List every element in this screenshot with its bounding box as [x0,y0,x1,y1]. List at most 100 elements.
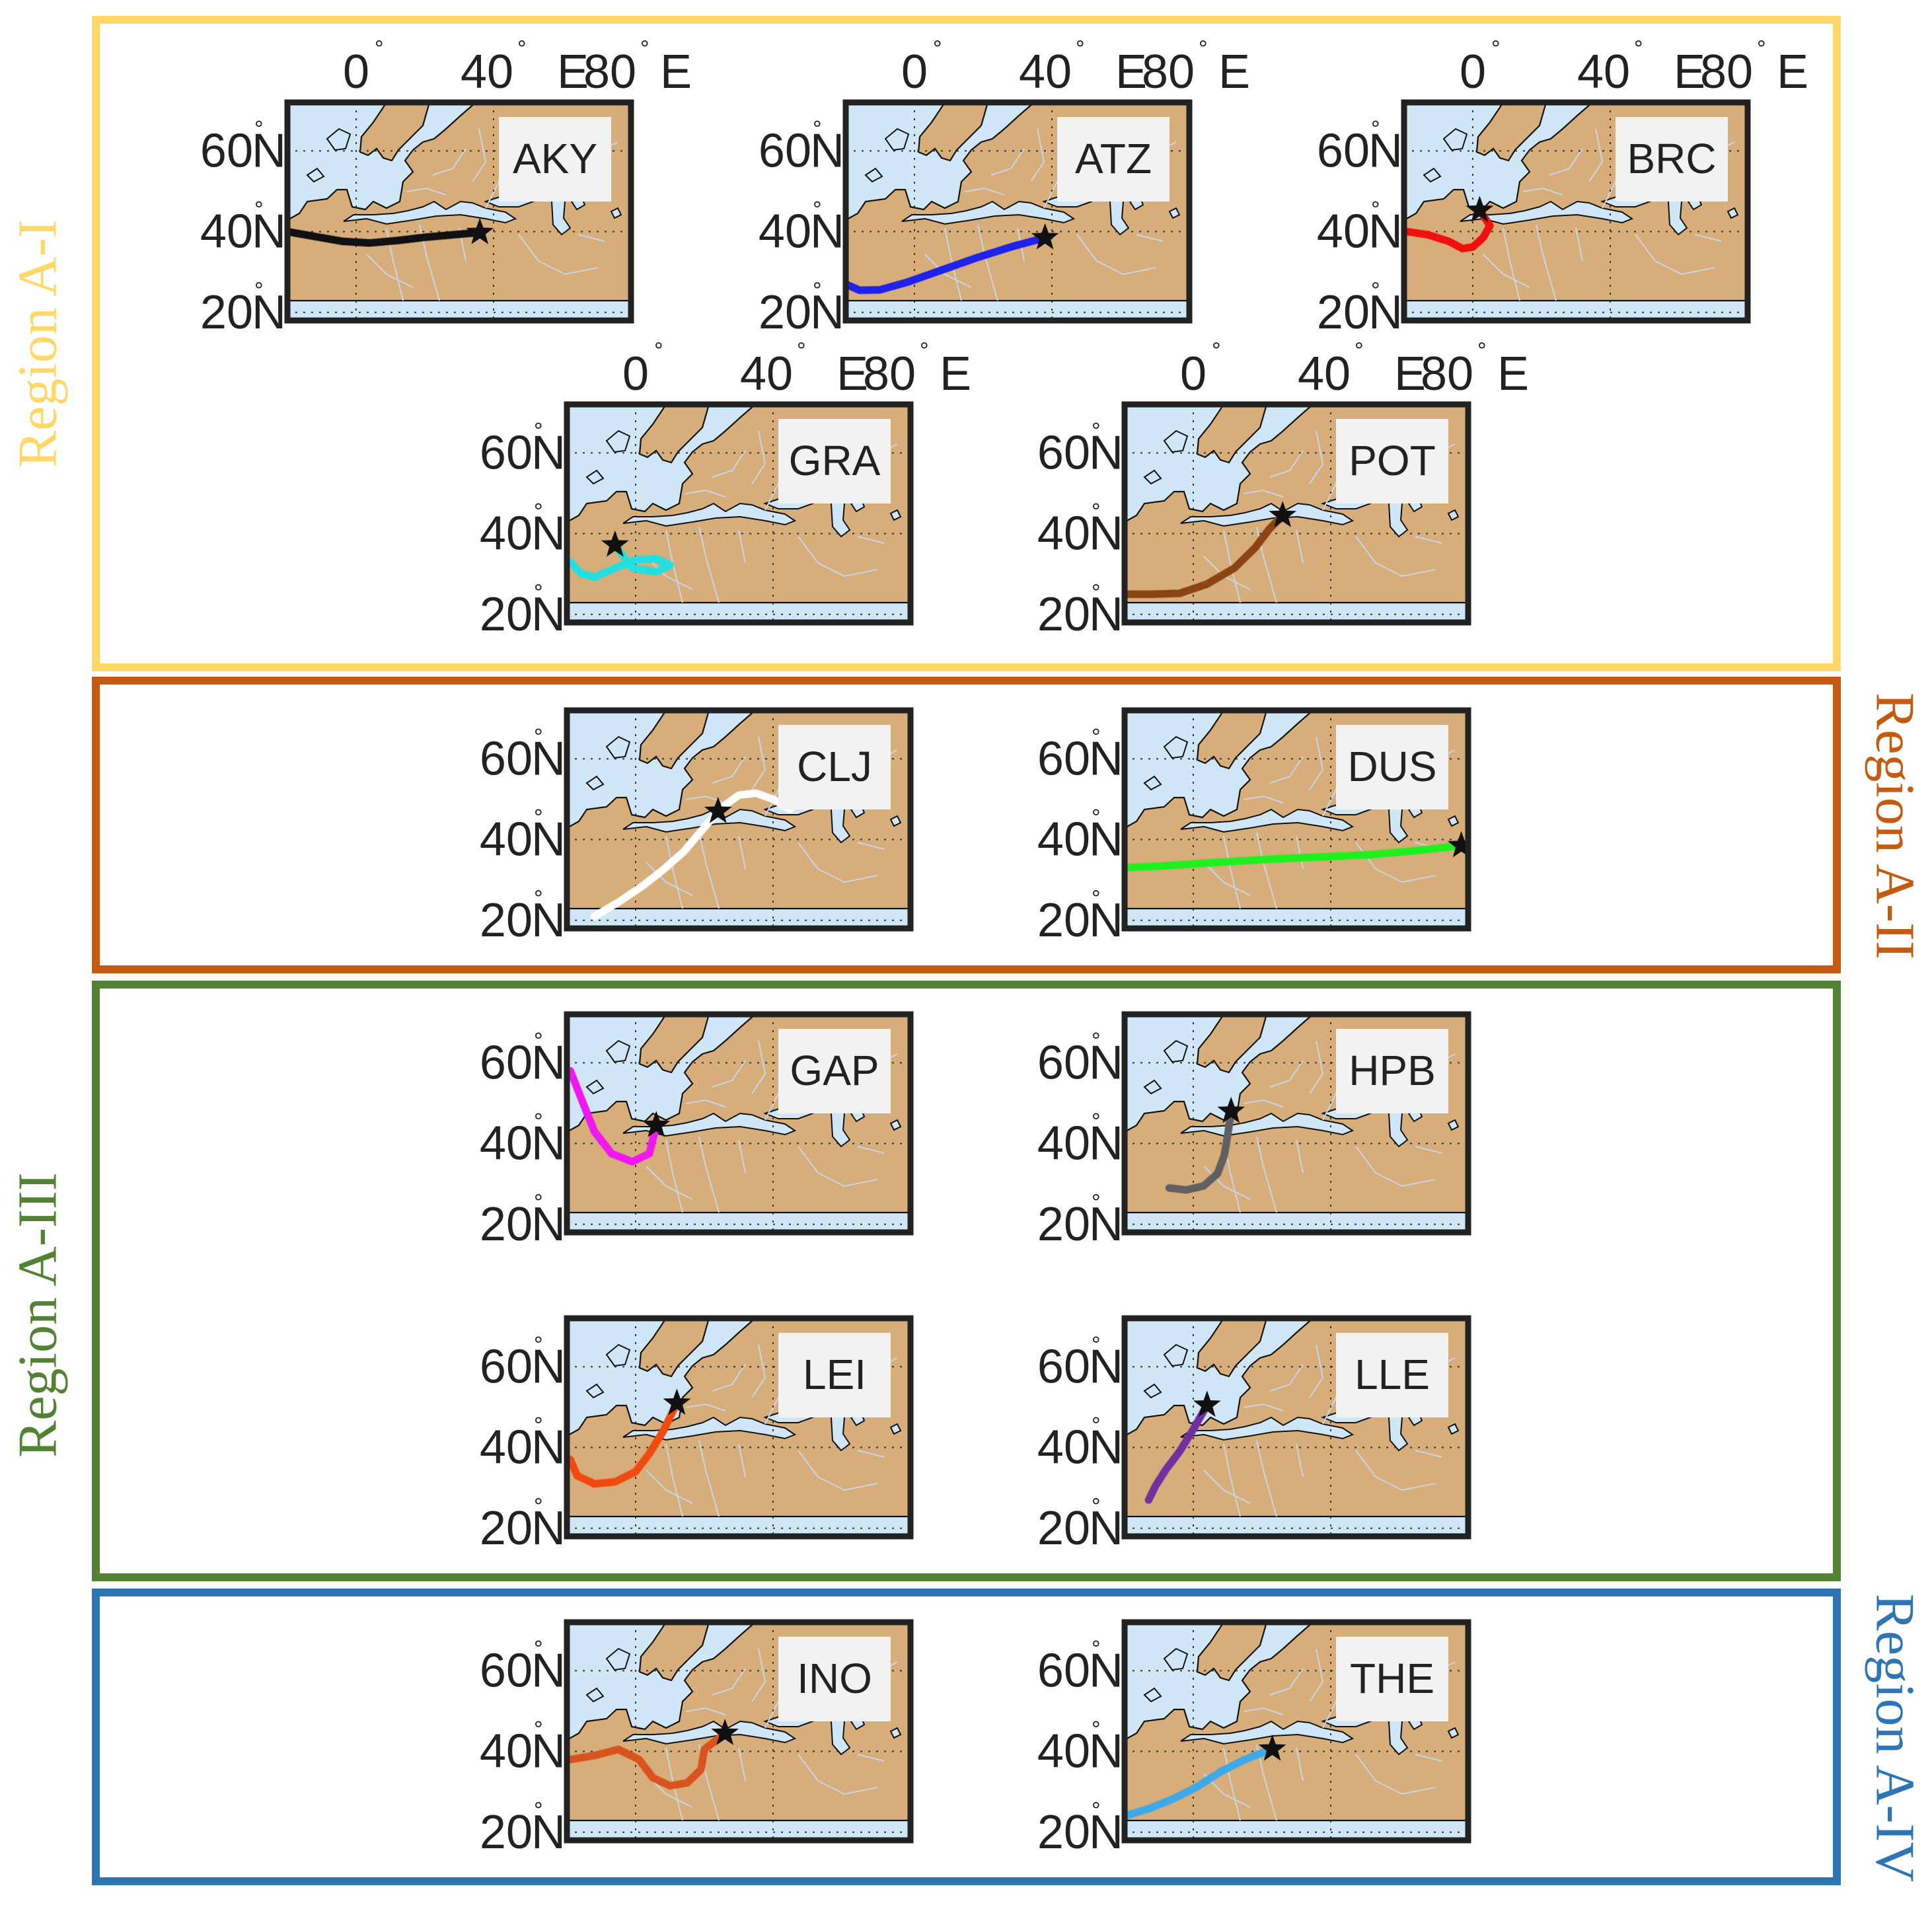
lat-tick-degree: ° [534,724,543,749]
region-frame-1 [92,16,1841,671]
lat-tick-degree: ° [534,1109,543,1135]
lat-tick-suffix: N [531,894,566,947]
station-star-icon [1031,223,1059,250]
lon-tick-degree: ° [1491,36,1501,61]
site-code-label: ATZ [1075,135,1152,182]
lat-tick-label: 40 [480,1725,533,1778]
lat-tick-degree: ° [1371,116,1380,141]
map-frame [842,99,1193,324]
lat-tick-suffix: N [531,1198,566,1251]
map-frame [1121,1011,1471,1236]
lat-tick-degree: ° [534,1190,543,1215]
trajectory-brc [1404,206,1494,252]
lat-tick-label: 60 [480,1644,533,1697]
map-frame [1121,1315,1471,1540]
lon-tick-suffix: E [1394,348,1426,400]
map-frame [1121,707,1471,932]
lon-tick-suffix: E [1674,46,1705,98]
lat-tick-label: 60 [1037,426,1090,479]
lat-tick-suffix: N [810,206,844,258]
lat-tick-suffix: N [1089,1198,1123,1251]
lat-tick-degree: ° [1092,580,1101,605]
site-code-label: GRA [789,437,881,484]
station-star-icon [642,1111,671,1137]
trajectory-clj [591,789,794,920]
lat-tick-suffix: N [1089,1644,1123,1697]
map-frame [1121,401,1471,626]
lon-tick-label: 40 [1298,348,1351,400]
lat-tick-degree: ° [1092,1636,1101,1661]
lat-tick-suffix: N [1089,1036,1123,1089]
lat-tick-degree: ° [1092,418,1101,443]
lat-tick-degree: ° [534,1028,543,1053]
lat-tick-degree: ° [1092,1717,1101,1742]
lat-tick-degree: ° [813,198,822,223]
lon-tick-degree: ° [517,36,527,61]
lon-tick-suffix: E [1115,46,1147,98]
station-star-icon [466,217,494,244]
site-code-label: HPB [1349,1047,1436,1094]
site-label-box [1336,1029,1448,1113]
lat-tick-label: 40 [480,813,533,866]
lat-tick-suffix: N [531,1502,566,1555]
map-frame [564,401,914,626]
lat-tick-label: 60 [759,124,811,177]
lon-tick-degree: ° [1076,36,1085,61]
site-code-label: LEI [803,1351,866,1398]
lon-tick-degree: ° [1212,338,1221,363]
trajectory-dus [1125,842,1466,872]
lat-tick-degree: ° [1371,198,1380,223]
site-label-box [778,1029,891,1113]
lat-tick-degree: ° [534,1636,543,1661]
station-star-icon [704,796,732,823]
site-code-label: AKY [513,135,597,182]
lon-tick-label: 80 [1421,348,1473,400]
lon-tick-suffix: E [1777,46,1808,98]
lat-tick-label: 60 [480,1340,533,1393]
lon-tick-suffix: E [1218,46,1250,98]
site-label-box [1616,117,1728,202]
lon-tick-label: 0 [622,348,649,400]
region-title: Region A-IV [1865,1594,1926,1882]
station-star-icon [711,1719,739,1745]
site-code-label: LLE [1355,1351,1430,1398]
site-label-box [1336,725,1448,809]
lat-tick-label: 60 [480,1036,533,1089]
lon-tick-degree: ° [797,338,806,363]
lat-tick-suffix: N [1368,206,1403,258]
map-frame [564,1315,914,1540]
lat-tick-suffix: N [531,507,566,560]
lon-tick-degree: ° [654,338,663,363]
lat-tick-label: 40 [480,1117,533,1170]
site-code-label: BRC [1627,135,1716,182]
lat-tick-degree: ° [813,116,822,141]
station-star-icon [1447,831,1468,858]
lon-tick-suffix: E [940,348,971,400]
trajectory-atz [846,234,1049,294]
lon-tick-label: 80 [1700,46,1753,98]
lat-tick-suffix: N [1368,286,1403,339]
site-label-box [778,1333,891,1417]
lon-tick-degree: ° [1355,338,1364,363]
lon-tick-degree: ° [1199,36,1208,61]
map-frame [1121,1619,1471,1844]
lat-tick-label: 60 [1037,732,1090,785]
station-star-icon [1193,1390,1221,1417]
lon-tick-suffix: E [660,46,692,98]
lon-tick-label: 0 [343,46,369,98]
station-star-icon [1217,1096,1245,1123]
lat-tick-suffix: N [531,588,566,641]
lat-tick-suffix: N [531,1421,566,1474]
lat-tick-degree: ° [534,1413,543,1439]
lat-tick-suffix: N [1089,507,1123,560]
lat-tick-label: 40 [480,1421,533,1474]
lat-tick-suffix: N [531,1117,566,1170]
lat-tick-suffix: N [1089,1502,1123,1555]
lat-tick-label: 40 [1317,206,1370,258]
site-code-label: DUS [1347,743,1436,790]
site-label-box [1336,1637,1448,1721]
lat-tick-suffix: N [252,206,286,258]
